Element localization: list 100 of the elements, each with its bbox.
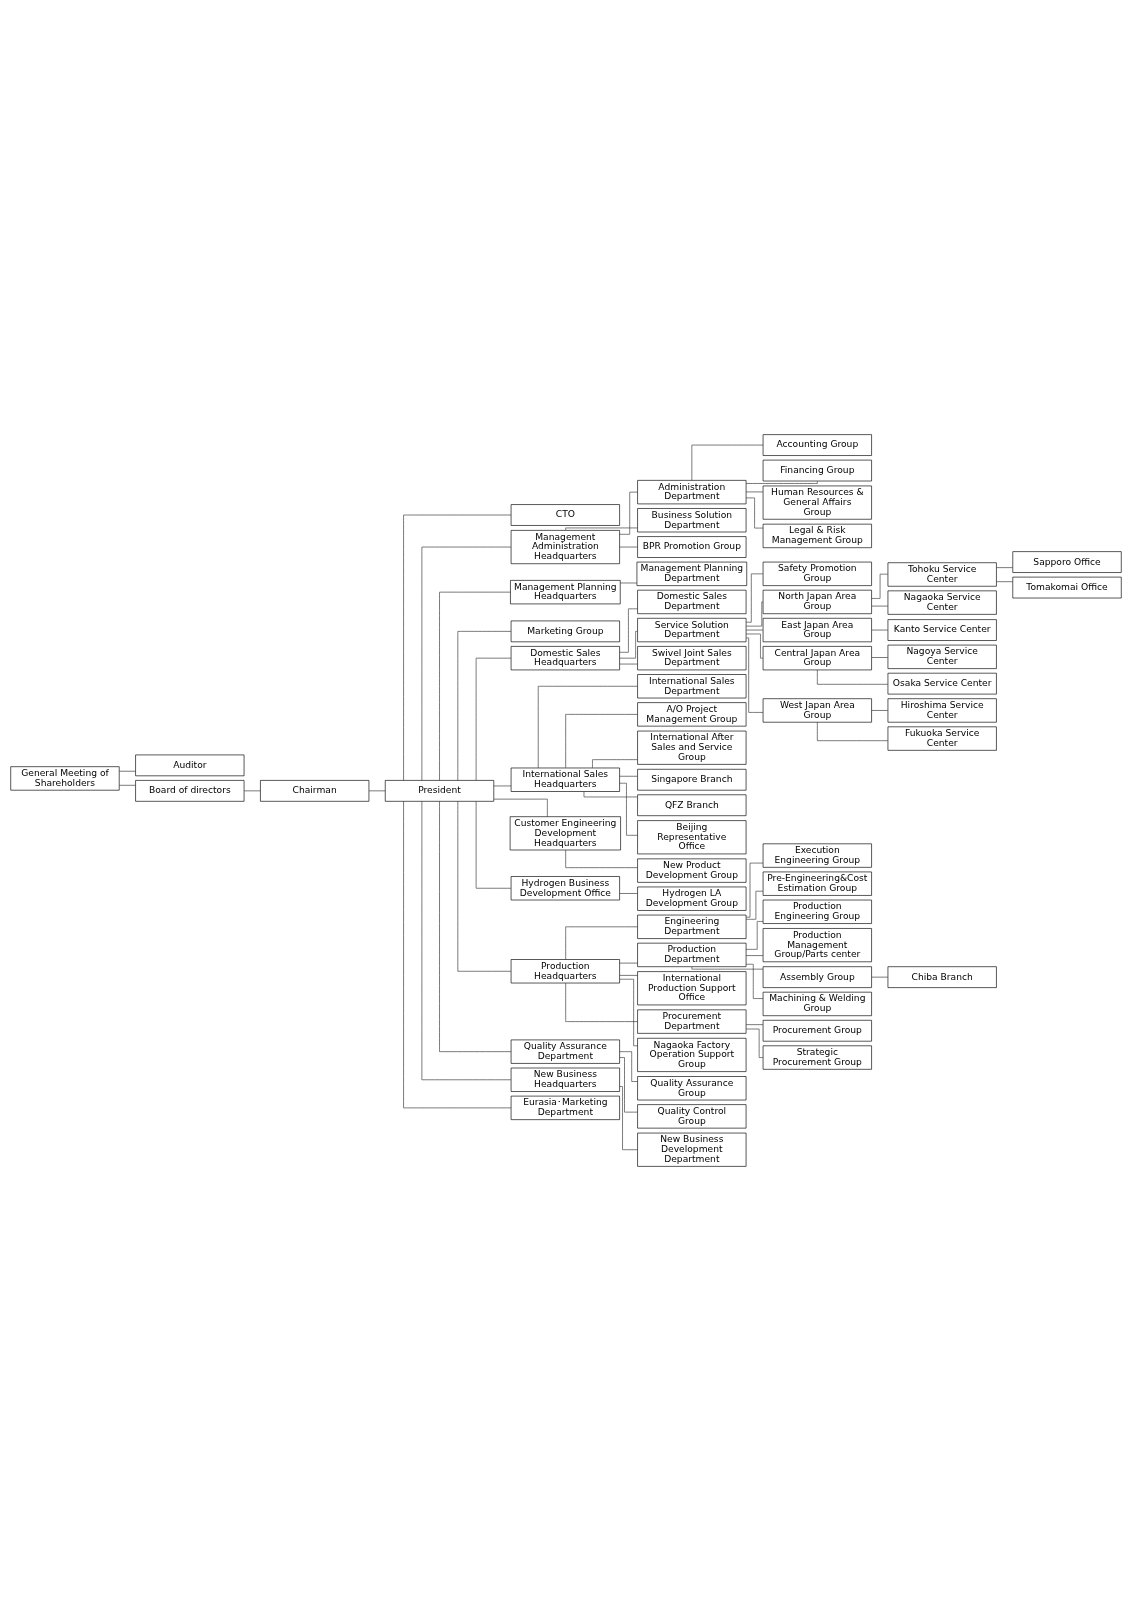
connector — [996, 580, 1013, 582]
node-box: Eurasia･Marketing Department — [510, 1095, 620, 1120]
connector — [565, 982, 638, 1022]
node-box: Beijing Representative Office — [637, 819, 747, 854]
node-box: Fukuoka Service Center — [887, 725, 997, 751]
node-box: President — [384, 779, 495, 802]
node-box: Nagoya Service Center — [887, 644, 997, 669]
node-box: West Japan Area Group — [762, 697, 872, 723]
node-box: Marketing Group — [510, 620, 620, 642]
connector — [565, 926, 638, 960]
node-box: Nagaoka Service Center — [887, 590, 997, 615]
node-box: Quality Assurance Group — [637, 1075, 747, 1100]
node-box: Central Japan Area Group — [762, 645, 872, 670]
connector — [745, 601, 764, 626]
connector — [475, 800, 512, 889]
connector — [871, 656, 889, 658]
connector — [745, 629, 764, 630]
node-box: Management Planning Headquarters — [510, 579, 621, 604]
node-box: Pre-Engineering&Cost Estimation Group — [762, 871, 872, 896]
node-box: Hydrogen LA Development Group — [637, 886, 747, 911]
node-box: BPR Promotion Group — [637, 535, 747, 558]
connector — [439, 800, 512, 1052]
node-box: Service Solution Department — [637, 617, 747, 642]
connector — [619, 892, 638, 894]
connector — [619, 663, 638, 664]
node-box: New Product Development Group — [637, 858, 747, 883]
node-box: CTO — [510, 503, 620, 526]
node-box: Engineering Department — [637, 914, 747, 939]
connector — [619, 546, 638, 547]
node-box: New Business Headquarters — [510, 1067, 620, 1092]
connector — [745, 497, 764, 528]
node-box: Swivel Joint Sales Department — [637, 645, 747, 670]
connector — [619, 782, 638, 836]
node-box: Production Management Group/Parts center — [762, 927, 872, 962]
connector — [403, 514, 512, 781]
connector — [119, 784, 136, 786]
connector — [745, 637, 764, 713]
connector — [745, 862, 764, 917]
node-box: Business Solution Department — [637, 507, 747, 532]
connector — [871, 629, 889, 630]
connector — [565, 527, 638, 531]
connector — [619, 775, 638, 777]
connector — [619, 1050, 638, 1082]
connector — [871, 709, 889, 711]
node-box: Singapore Branch — [637, 768, 747, 791]
connector — [119, 770, 136, 772]
node-box: Strategic Procurement Group — [762, 1044, 872, 1070]
node-box: Customer Engineering Development Headquarters — [509, 815, 621, 850]
node-box: Tomakomai Office — [1012, 576, 1122, 598]
node-box: International Sales Department — [637, 673, 747, 698]
node-box: New Business Development Department — [637, 1132, 747, 1167]
node-box: Execution Engineering Group — [762, 842, 872, 868]
node-box: Accounting Group — [762, 433, 872, 456]
node-box: Assembly Group — [762, 965, 872, 988]
connector — [871, 605, 889, 606]
connector — [619, 1056, 638, 1112]
node-box: Production Headquarters — [510, 958, 620, 983]
connector — [745, 890, 764, 920]
connector — [996, 566, 1013, 568]
node-box: North Japan Area Group — [762, 589, 872, 614]
node-box: Financing Group — [762, 459, 872, 481]
connector — [421, 546, 512, 781]
connector — [475, 657, 512, 781]
node-box: Production Department — [637, 942, 747, 967]
connector — [403, 800, 512, 1108]
node-box: Domestic Sales Headquarters — [510, 645, 620, 670]
connector — [565, 713, 638, 768]
connector — [457, 800, 512, 972]
connector — [592, 758, 638, 768]
connector — [745, 920, 764, 950]
node-box: Procurement Group — [762, 1019, 872, 1042]
connector — [619, 962, 638, 963]
connector — [745, 963, 764, 999]
node-box: Hiroshima Service Center — [887, 697, 997, 723]
node-box: Tohoku Service Center — [887, 561, 997, 587]
node-box: Administration Department — [637, 479, 747, 504]
node-box: Procurement Department — [637, 1009, 747, 1034]
node-box: Human Resources & General Affairs Group — [762, 485, 872, 520]
node-box: QFZ Branch — [637, 793, 747, 816]
connector — [745, 480, 818, 484]
node-box: Machining & Welding Group — [762, 991, 872, 1016]
node-box: Management Administration Headquarters — [510, 529, 620, 564]
node-box: Quality Control Group — [637, 1103, 747, 1128]
connector — [745, 954, 764, 956]
node-box: Safety Promotion Group — [762, 561, 872, 586]
connector — [691, 444, 764, 481]
node-box: International Sales Headquarters — [510, 767, 620, 792]
node-box: International Production Support Office — [637, 970, 747, 1005]
connector — [817, 669, 889, 685]
connector — [619, 608, 638, 653]
connector — [583, 790, 638, 797]
node-box: Management Planning Department — [636, 561, 748, 586]
node-box: Chairman — [260, 779, 370, 802]
connector — [439, 591, 511, 780]
connector — [457, 630, 512, 781]
node-box: Auditor — [135, 754, 245, 776]
node-box: Quality Assurance Department — [510, 1039, 620, 1064]
node-box: International After Sales and Service Group — [637, 730, 747, 765]
node-box: Osaka Service Center — [887, 672, 997, 694]
node-box: Legal & Risk Management Group — [762, 523, 872, 548]
